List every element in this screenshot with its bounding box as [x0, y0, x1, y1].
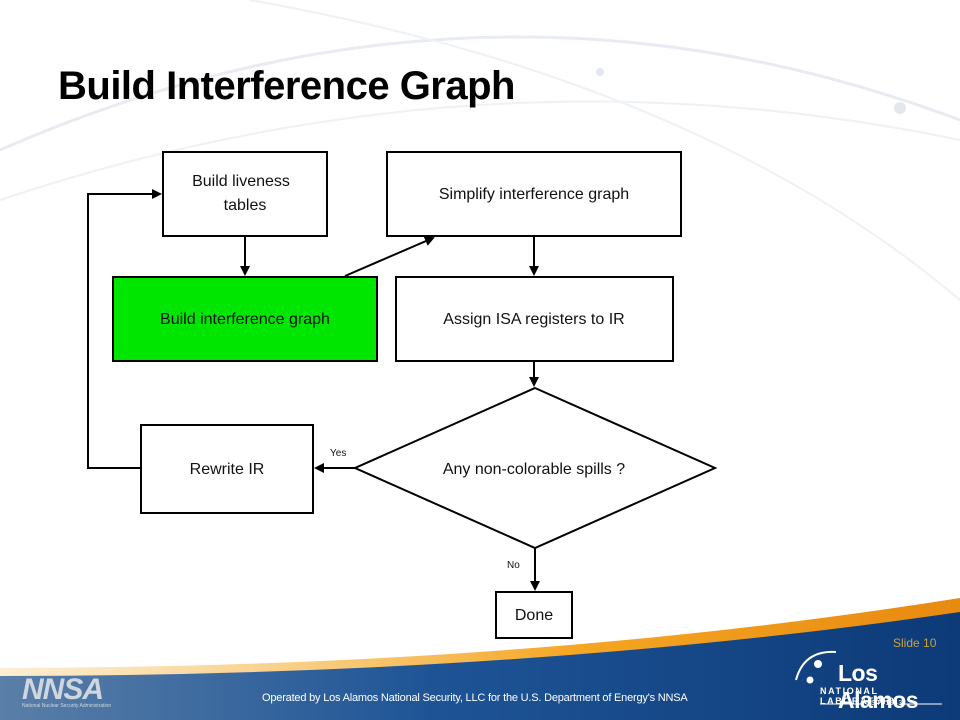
node-build-liveness-line2: tables	[224, 197, 267, 214]
node-rewrite: Rewrite IR	[140, 424, 314, 514]
node-simplify-label: Simplify interference graph	[439, 186, 629, 203]
node-rewrite-label: Rewrite IR	[190, 461, 265, 478]
nnsa-logo-subtext: National Nuclear Security Administration	[22, 703, 112, 709]
edge-interference-to-simplify	[344, 236, 435, 277]
lanl-name: Los Alamos	[838, 660, 919, 713]
node-simplify: Simplify interference graph	[386, 151, 682, 237]
lanl-logo-mark	[795, 650, 942, 705]
node-build-interference: Build interference graph	[112, 276, 378, 362]
node-decision-label: Any non-colorable spills ?	[443, 461, 625, 478]
lanl-est: EST. 1943	[866, 700, 903, 707]
slide-number: Slide 10	[893, 636, 937, 650]
node-assign: Assign ISA registers to IR	[395, 276, 674, 362]
node-assign-label: Assign ISA registers to IR	[443, 311, 624, 328]
page-title: Build Interference Graph	[58, 64, 515, 108]
node-done-label: Done	[515, 607, 553, 624]
edge-label-no: No	[507, 560, 520, 571]
node-build-liveness: Build liveness tables	[162, 151, 328, 237]
node-build-liveness-line1: Build liveness	[192, 173, 290, 190]
footer-band	[0, 598, 960, 720]
node-build-interference-label: Build interference graph	[160, 311, 330, 328]
edge-rewrite-to-liveness	[87, 189, 162, 469]
node-decision: Any non-colorable spills ?	[352, 386, 718, 550]
edge-label-yes: Yes	[330, 448, 346, 459]
lanl-subtitle: NATIONAL LABORATORY	[820, 686, 899, 706]
nnsa-logo: NNSA	[22, 673, 104, 706]
operated-by-text: Operated by Los Alamos National Security…	[262, 692, 688, 704]
node-done: Done	[495, 591, 573, 639]
node-build-interference-box	[112, 276, 378, 362]
